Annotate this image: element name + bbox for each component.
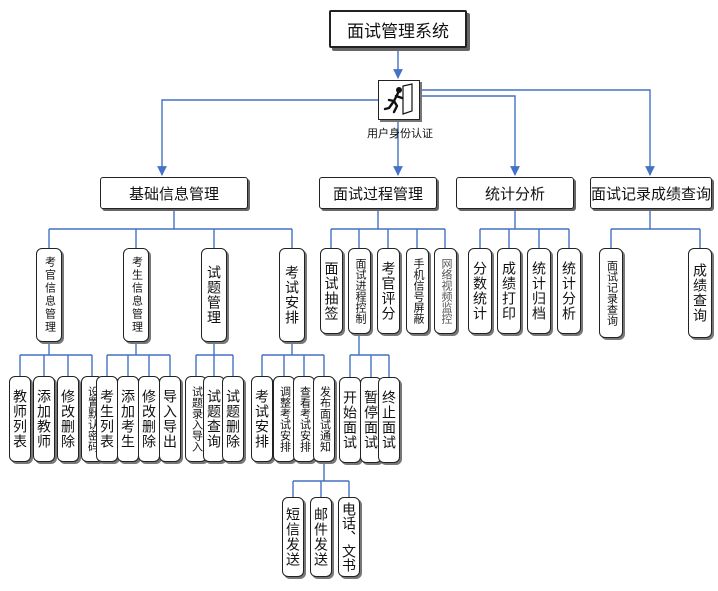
- auth-label: 用户身份认证: [367, 128, 433, 140]
- leaf-teacher-list[interactable]: 教师列表: [9, 376, 31, 462]
- leaf-stop-interview[interactable]: 终止面试: [378, 377, 400, 463]
- leaf-exam-schedule[interactable]: 考试安排: [251, 376, 273, 462]
- leaf-phone-document[interactable]: 电话、文书: [338, 497, 360, 577]
- leaf-grade-print[interactable]: 成绩打印: [497, 248, 521, 334]
- leaf-publish-notice[interactable]: 发布面试通知: [313, 376, 335, 462]
- connector-line: [157, 99, 378, 176]
- leaf-view-schedule[interactable]: 查看考试安排: [293, 376, 315, 462]
- leaf-progress-control[interactable]: 面试进程控制: [348, 248, 371, 334]
- leaf-statistics-analysis[interactable]: 统计分析: [557, 248, 581, 334]
- module-interview-process[interactable]: 面试过程管理: [319, 177, 437, 209]
- module-statistics[interactable]: 统计分析: [456, 177, 574, 209]
- sub-examinee-info[interactable]: 考生信息管理: [123, 248, 149, 342]
- leaf-start-interview[interactable]: 开始面试: [339, 377, 361, 463]
- leaf-examinee-list[interactable]: 考生列表: [96, 376, 118, 462]
- leaf-import-export[interactable]: 导入导出: [159, 376, 181, 462]
- leaf-score-statistics[interactable]: 分数统计: [468, 248, 492, 334]
- leaf-edit-delete-examinee[interactable]: 修改删除: [138, 376, 160, 462]
- leaf-question-entry[interactable]: 试题录入导入: [185, 376, 207, 462]
- leaf-grade-query[interactable]: 成绩查询: [688, 248, 712, 338]
- leaf-interview-record-query[interactable]: 面试记录查询: [599, 248, 623, 338]
- leaf-email-send[interactable]: 邮件发送: [310, 497, 332, 577]
- sub-examiner-info[interactable]: 考官信息管理: [36, 248, 62, 342]
- leaf-question-delete[interactable]: 试题删除: [222, 376, 244, 462]
- module-basic-info[interactable]: 基础信息管理: [100, 177, 248, 209]
- leaf-adjust-schedule[interactable]: 调整考试安排: [273, 376, 295, 462]
- leaf-interview-draw[interactable]: 面试抽签: [320, 248, 343, 334]
- connector-line: [420, 89, 655, 176]
- leaf-add-examinee[interactable]: 添加考生: [117, 376, 139, 462]
- leaf-sms-send[interactable]: 短信发送: [282, 497, 304, 577]
- leaf-examiner-scoring[interactable]: 考官评分: [377, 248, 400, 334]
- leaf-edit-delete-teacher[interactable]: 修改删除: [57, 376, 79, 462]
- system-title: 面试管理系统: [329, 10, 467, 48]
- sub-question-management[interactable]: 试题管理: [201, 248, 227, 342]
- user-auth-icon[interactable]: [378, 80, 420, 120]
- connector-line: [420, 95, 520, 176]
- leaf-signal-blocking[interactable]: 手机信号屏蔽: [406, 248, 429, 334]
- leaf-add-teacher[interactable]: 添加教师: [33, 376, 55, 462]
- leaf-statistics-archive[interactable]: 统计归档: [527, 248, 551, 334]
- sub-exam-schedule[interactable]: 考试安排: [279, 248, 305, 342]
- leaf-video-monitoring[interactable]: 网络视频监控: [434, 248, 457, 334]
- running-person-exit-icon: [383, 83, 413, 115]
- module-records-query[interactable]: 面试记录成绩查询: [590, 177, 712, 209]
